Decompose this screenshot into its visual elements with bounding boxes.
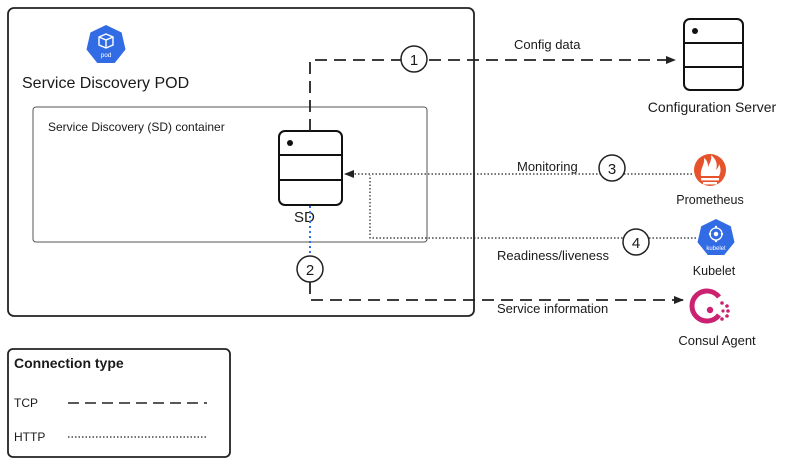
kubelet-label: Kubelet: [693, 264, 736, 278]
connection-1-number: 1: [410, 52, 418, 69]
legend-title: Connection type: [14, 355, 124, 371]
pod-icon-label: pod: [101, 52, 112, 59]
sd-server-icon: [278, 130, 343, 206]
pod-title: Service Discovery POD: [22, 75, 189, 92]
sd-label: SD: [294, 209, 315, 226]
consul-agent-label: Consul Agent: [678, 333, 756, 348]
connection-1-line: [309, 56, 676, 131]
legend-tcp-label: TCP: [14, 396, 38, 410]
connection-3-label: Monitoring: [517, 159, 578, 174]
container-box: [32, 106, 428, 243]
connection-2-badge: 2: [296, 255, 324, 283]
connection-1-label: Config data: [514, 37, 581, 52]
legend-box: [7, 348, 231, 458]
connection-4-number: 4: [632, 235, 640, 252]
connection-2-label: Service information: [497, 301, 608, 316]
configuration-server-icon: [683, 18, 744, 91]
container-title: Service Discovery (SD) container: [48, 120, 225, 134]
pod-box: [7, 7, 475, 317]
prometheus-label: Prometheus: [676, 193, 743, 207]
connection-4-badge: 4: [622, 228, 650, 256]
connection-4-label: Readiness/liveness: [497, 248, 610, 263]
legend-http-label: HTTP: [14, 430, 45, 444]
connection-1-badge: 1: [400, 45, 428, 73]
connection-2-number: 2: [306, 262, 314, 279]
configuration-server-label: Configuration Server: [648, 99, 777, 115]
connection-3-number: 3: [608, 161, 616, 178]
kubelet-icon: kubelet: [697, 219, 735, 255]
connection-3-badge: 3: [598, 154, 626, 182]
kubelet-icon-label: kubelet: [706, 246, 726, 252]
connection-4-line: [369, 175, 696, 239]
prometheus-icon: [694, 154, 726, 186]
pod-icon: pod: [86, 25, 126, 63]
connection-2-line: [309, 282, 684, 304]
consul-agent-icon: [689, 288, 730, 324]
